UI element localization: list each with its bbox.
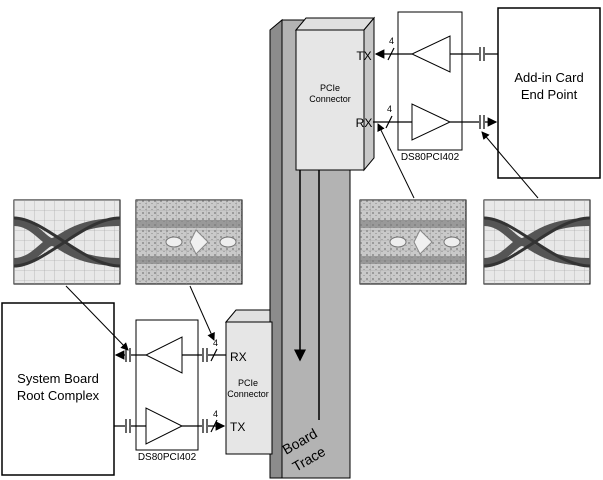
pointer-arrow-root-open	[65, 285, 129, 351]
bottom-port-tx: TX	[230, 420, 245, 434]
eye-diagram-root-open	[13, 199, 121, 285]
top-link-lines: 4 4	[373, 36, 498, 129]
bottom-tx-lane-count: 4	[213, 409, 218, 419]
root-complex-label-1: System Board	[17, 371, 99, 386]
add-in-card-end-point: Add-in Card End Point	[497, 7, 601, 179]
bottom-rx-lane-slash	[210, 348, 218, 362]
bottom-rx-lane-count: 4	[213, 338, 218, 348]
system-board-root-complex: System Board Root Complex	[1, 302, 115, 476]
top-tx-lane-count: 4	[389, 36, 394, 46]
top-rx-lane-slash	[385, 115, 393, 129]
pointer-arrow-root-closed	[189, 285, 215, 341]
bottom-rx-capacitor-left-icon	[125, 348, 131, 362]
top-connector-label-2: Connector	[309, 94, 351, 104]
top-rx-capacitor-icon	[479, 115, 485, 129]
top-redriver-buffer: DS80PCI402	[397, 11, 463, 163]
bottom-tx-capacitor-left-icon	[125, 419, 131, 433]
bottom-tx-capacitor-right-icon	[202, 419, 208, 433]
top-port-tx: TX	[356, 49, 371, 63]
top-connector-label-1: PCIe	[320, 83, 340, 93]
end-point-label-2: End Point	[521, 87, 578, 102]
end-point-label-1: Add-in Card	[514, 70, 583, 85]
pointer-arrow-endpoint-closed	[377, 123, 415, 199]
eye-diagram-endpoint-closed	[359, 199, 467, 285]
bottom-connector-label-2: Connector	[227, 389, 269, 399]
eye-pointer-arrows	[65, 123, 539, 351]
bottom-connector-label-1: PCIe	[238, 378, 258, 388]
bottom-buffer-label: DS80PCI402	[138, 452, 197, 463]
top-pcie-connector: PCIe Connector TX RX	[294, 16, 376, 172]
top-rx-lane-count: 4	[387, 104, 392, 114]
top-tx-lane-slash	[387, 47, 395, 61]
eye-diagram-root-closed	[135, 199, 243, 285]
bottom-port-rx: RX	[230, 350, 247, 364]
pointer-arrow-endpoint-open	[481, 131, 539, 199]
bottom-tx-lane-slash	[210, 419, 218, 433]
top-port-rx: RX	[356, 116, 373, 130]
bottom-redriver-buffer: DS80PCI402	[135, 319, 199, 463]
bottom-link-lines: 4 4	[114, 338, 226, 433]
root-complex-label-2: Root Complex	[17, 388, 100, 403]
top-buffer-label: DS80PCI402	[401, 152, 460, 163]
top-tx-capacitor-icon	[479, 47, 485, 61]
bottom-pcie-connector: PCIe Connector RX TX	[224, 309, 273, 455]
eye-diagram-endpoint-open	[483, 199, 591, 285]
bottom-rx-capacitor-right-icon	[202, 348, 208, 362]
